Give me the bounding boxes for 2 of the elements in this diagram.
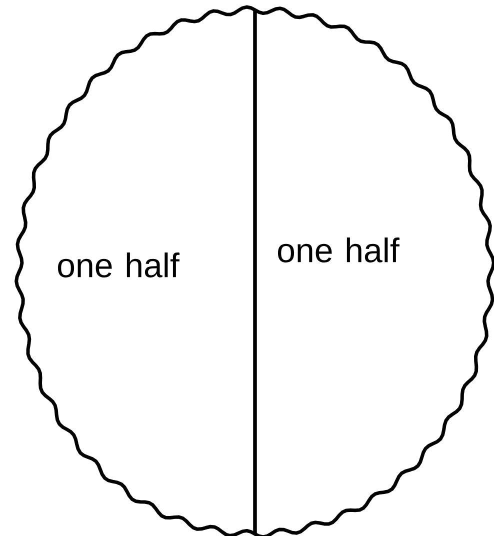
- half-region: one half: [14, 5, 257, 536]
- half-region: one half: [253, 6, 494, 536]
